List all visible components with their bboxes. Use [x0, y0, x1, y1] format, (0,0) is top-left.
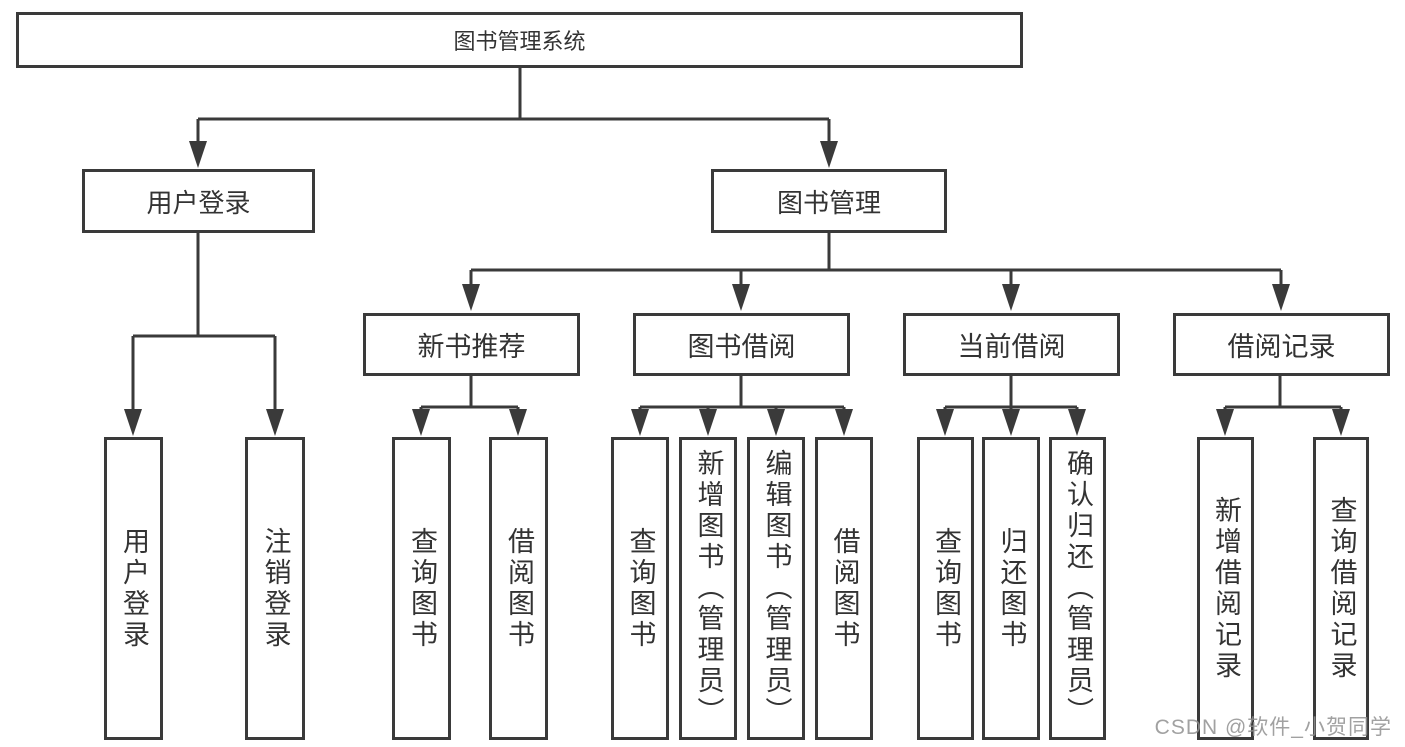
- leaf-query-books-3: 查询图书: [917, 437, 974, 740]
- leaf-add-borrow-record-label: 新增借阅记录: [1211, 495, 1241, 682]
- node-book-borrow: 图书借阅: [633, 313, 850, 376]
- arrowhead: [1068, 409, 1086, 436]
- leaf-add-book-admin: 新增图书（管理员）: [679, 437, 737, 740]
- connector-userlogin-to-children: [131, 233, 277, 421]
- leaf-add-borrow-record: 新增借阅记录: [1197, 437, 1254, 740]
- arrowhead: [412, 409, 430, 436]
- node-current-borrow-label: 当前借阅: [957, 332, 1066, 362]
- node-current-borrow: 当前借阅: [903, 313, 1120, 376]
- arrowhead: [509, 409, 527, 436]
- connector-bookborrow-to-children: [638, 376, 846, 420]
- node-user-login: 用户登录: [82, 169, 315, 233]
- leaf-edit-book-admin-label: 编辑图书（管理员）: [761, 449, 792, 728]
- connector-records-to-children: [1223, 376, 1343, 420]
- leaf-edit-book-admin: 编辑图书（管理员）: [747, 437, 805, 740]
- arrowhead: [266, 409, 284, 436]
- arrowhead: [1002, 284, 1020, 311]
- leaf-borrow-books-2: 借阅图书: [815, 437, 873, 740]
- leaf-query-books-1: 查询图书: [392, 437, 451, 740]
- connector-root-to-level2: [196, 66, 831, 146]
- leaf-logout: 注销登录: [245, 437, 305, 740]
- leaf-return-book-label: 归还图书: [996, 526, 1027, 651]
- leaf-borrow-books-2-label: 借阅图书: [829, 526, 860, 651]
- arrowhead: [124, 409, 142, 436]
- leaf-user-login-label: 用户登录: [119, 526, 149, 651]
- leaf-query-books-2: 查询图书: [611, 437, 669, 740]
- node-book-management-label: 图书管理: [776, 187, 881, 218]
- connector-bookmgmt-to-level3: [469, 233, 1283, 290]
- leaf-query-books-1-label: 查询图书: [407, 526, 437, 651]
- arrowhead: [820, 141, 838, 168]
- node-root-label: 图书管理系统: [453, 29, 586, 54]
- csdn-watermark: CSDN @软件_小贺同学: [1154, 716, 1392, 739]
- leaf-confirm-return-admin-label: 确认归还（管理员）: [1063, 449, 1093, 728]
- leaf-query-borrow-record-label: 查询借阅记录: [1326, 495, 1357, 682]
- arrowhead: [462, 284, 480, 311]
- leaf-borrow-books-1-label: 借阅图书: [504, 526, 534, 651]
- leaf-query-borrow-record: 查询借阅记录: [1313, 437, 1369, 740]
- leaf-add-book-admin-label: 新增图书（管理员）: [693, 449, 724, 728]
- arrowhead: [767, 409, 785, 436]
- leaf-borrow-books-1: 借阅图书: [489, 437, 548, 740]
- leaf-query-books-2-label: 查询图书: [625, 526, 656, 651]
- arrowhead: [1332, 409, 1350, 436]
- node-book-management: 图书管理: [711, 169, 947, 233]
- leaf-user-login: 用户登录: [104, 437, 163, 740]
- arrowhead: [835, 409, 853, 436]
- node-new-book-recommend: 新书推荐: [363, 313, 580, 376]
- arrowheads: [124, 141, 1350, 436]
- node-borrow-records-label: 借阅记录: [1227, 332, 1336, 362]
- connector-newbookrec-to-children: [419, 376, 520, 420]
- arrowhead: [732, 284, 750, 311]
- arrowhead: [189, 141, 207, 168]
- arrowhead: [1272, 284, 1290, 311]
- leaf-return-book: 归还图书: [982, 437, 1040, 740]
- node-borrow-records: 借阅记录: [1173, 313, 1390, 376]
- arrowhead: [1216, 409, 1234, 436]
- node-book-borrow-label: 图书借阅: [687, 332, 796, 362]
- arrowhead: [1002, 409, 1020, 436]
- leaf-confirm-return-admin: 确认归还（管理员）: [1049, 437, 1106, 740]
- node-root: 图书管理系统: [16, 12, 1023, 68]
- node-new-book-recommend-label: 新书推荐: [417, 332, 526, 362]
- arrowhead: [699, 409, 717, 436]
- arrowhead: [936, 409, 954, 436]
- node-user-login-label: 用户登录: [146, 187, 251, 218]
- leaf-query-books-3-label: 查询图书: [931, 526, 961, 651]
- leaf-logout-label: 注销登录: [260, 526, 291, 651]
- arrowhead: [631, 409, 649, 436]
